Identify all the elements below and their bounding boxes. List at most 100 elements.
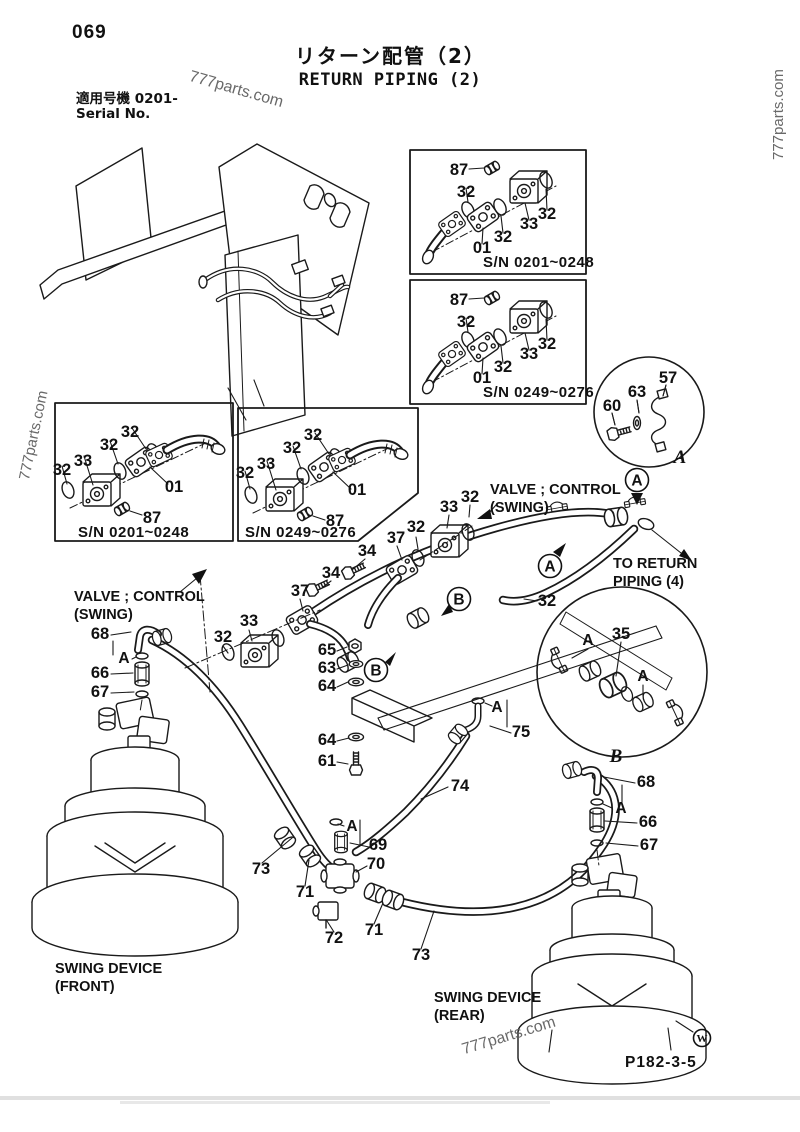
title-english: RETURN PIPING (2): [298, 70, 482, 90]
part-number-66: 66: [639, 813, 657, 831]
part-number-32: 32: [494, 358, 512, 376]
part-number-73: 73: [252, 860, 270, 878]
registered-mark: W: [692, 1028, 712, 1048]
part-number-32: 32: [214, 628, 232, 646]
part-number-61: 61: [318, 752, 336, 770]
letter-label: A: [582, 632, 593, 649]
part-number-33: 33: [520, 215, 538, 233]
note-label: (FRONT): [55, 979, 115, 995]
middle-pipe-assembly: [219, 521, 663, 776]
part-number-73: 73: [412, 946, 430, 964]
part-number-70: 70: [367, 855, 385, 873]
letter-label: A: [637, 668, 648, 685]
letter-label: A: [491, 699, 502, 716]
part-number-32: 32: [407, 518, 425, 536]
elbow-75: [445, 697, 485, 747]
title-japanese: リターン配管（2）: [295, 44, 486, 68]
serial-note-en: Serial No.: [76, 106, 151, 122]
serial-note-jp: 適用号機 0201-: [76, 91, 178, 107]
tee-fitting-cluster: [271, 818, 407, 929]
cap-label: S/N 0201~0248: [483, 254, 594, 271]
inset-box-sn0201-left: [54, 402, 234, 542]
part-number-32: 32: [457, 313, 475, 331]
svg-text:A: A: [544, 559, 555, 576]
letter-label: A: [118, 650, 129, 667]
note-label: PIPING (4): [613, 574, 684, 590]
part-number-75: 75: [512, 723, 530, 741]
note-label: (SWING): [74, 607, 133, 623]
pn-label: P182-3-5: [625, 1054, 697, 1071]
detail-circle-b: [536, 586, 708, 758]
note-label: VALVE ; CONTROL: [490, 482, 621, 498]
part-number-63: 63: [318, 659, 336, 677]
letter-label: A: [346, 818, 357, 835]
note-label: VALVE ; CONTROL: [74, 589, 205, 605]
part-number-67: 67: [640, 836, 658, 854]
leader-lines: [110, 379, 694, 1033]
machine-frame-drawing: [39, 143, 370, 437]
part-number-33: 33: [520, 345, 538, 363]
part-number-72: 72: [325, 929, 343, 947]
part-number-32: 32: [494, 228, 512, 246]
part-number-65: 65: [318, 641, 336, 659]
part-number-63: 63: [628, 383, 646, 401]
circled-letter-A: A: [537, 553, 563, 579]
part-number-87: 87: [326, 512, 344, 530]
part-number-32: 32: [283, 439, 301, 457]
serial-note: 適用号機 0201- Serial No.: [76, 92, 178, 122]
circled-letter-B: B: [363, 657, 389, 683]
cap-label: S/N 0201~0248: [78, 524, 189, 541]
part-number-32: 32: [236, 464, 254, 482]
part-number-37: 37: [291, 582, 309, 600]
part-number-33: 33: [240, 612, 258, 630]
part-number-67: 67: [91, 683, 109, 701]
part-number-34: 34: [322, 564, 341, 582]
part-number-32: 32: [53, 461, 71, 479]
circled-letter-B: B: [446, 586, 472, 612]
scan-artifact: [0, 1096, 800, 1104]
note-label: (SWING): [490, 500, 549, 516]
part-number-32: 32: [538, 335, 556, 353]
part-number-34: 34: [358, 542, 377, 560]
part-number-68: 68: [637, 773, 655, 791]
part-number-37: 37: [387, 529, 405, 547]
note-label: (REAR): [434, 1008, 485, 1024]
inset-box-sn0201-top: [409, 149, 587, 275]
letter-label: A: [615, 800, 626, 817]
cap-label: S/N 0249~0276: [245, 524, 356, 541]
note-label: TO RETURN: [613, 556, 697, 572]
part-number-32: 32: [121, 423, 139, 441]
letterI-label: B: [609, 746, 623, 767]
part-number-71: 71: [296, 883, 314, 901]
part-number-57: 57: [659, 369, 677, 387]
swing-device-front: [31, 696, 239, 957]
part-number-64: 64: [318, 677, 337, 695]
svg-text:B: B: [370, 663, 381, 680]
watermark: 777parts.com: [770, 69, 787, 160]
note-label: SWING DEVICE: [434, 990, 541, 1006]
inset-box-sn0249-left: [237, 407, 419, 542]
part-number-01: 01: [473, 239, 491, 257]
part-number-60: 60: [603, 397, 621, 415]
part-number-32: 32: [538, 592, 556, 610]
part-number-32: 32: [461, 488, 479, 506]
note-label: SWING DEVICE: [55, 961, 162, 977]
part-number-33: 33: [257, 455, 275, 473]
page-number: 069: [72, 22, 107, 43]
part-number-68: 68: [91, 625, 109, 643]
part-number-32: 32: [538, 205, 556, 223]
part-number-32: 32: [304, 426, 322, 444]
letterI-label: A: [673, 447, 687, 468]
part-number-33: 33: [74, 452, 92, 470]
svg-text:A: A: [631, 473, 642, 490]
part-number-01: 01: [473, 369, 491, 387]
left-fitting-stack: [134, 625, 174, 698]
cap-label: S/N 0249~0276: [483, 384, 594, 401]
part-number-66: 66: [91, 664, 109, 682]
part-number-01: 01: [165, 478, 183, 496]
part-number-69: 69: [369, 836, 387, 854]
part-number-32: 32: [100, 436, 118, 454]
